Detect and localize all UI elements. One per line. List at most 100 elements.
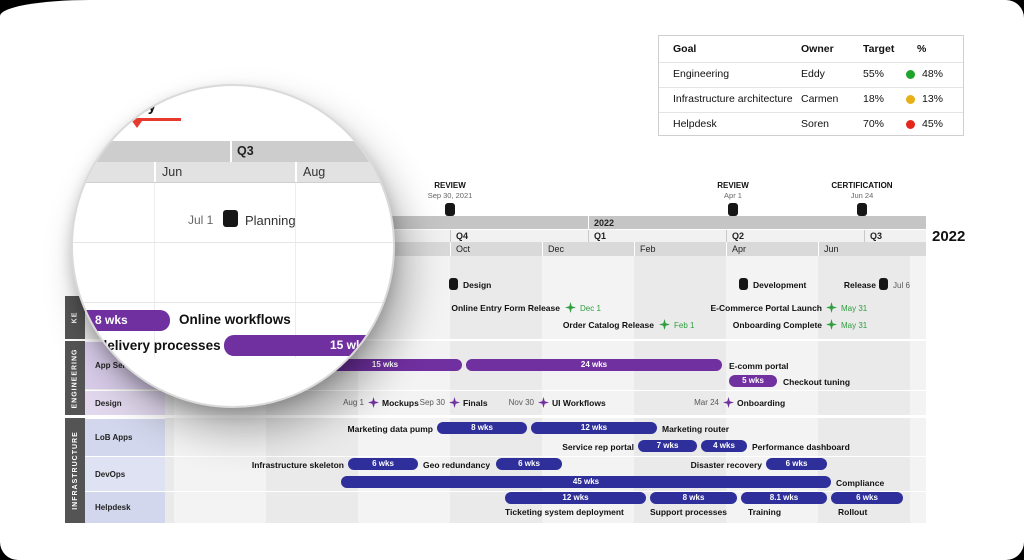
milestone-name: CERTIFICATION (831, 181, 893, 190)
bar-8-wks[interactable]: 8 wks (650, 492, 737, 504)
launch-milestone-date: Feb 1 (674, 321, 695, 330)
milestone-marker-icon[interactable] (445, 203, 455, 216)
milestone-marker-icon[interactable] (739, 278, 748, 290)
month-divider (450, 242, 451, 256)
milestone-star-icon[interactable] (368, 397, 379, 408)
milestone-star-icon[interactable] (723, 397, 734, 408)
bar-label-service-rep-portal: Service rep portal (562, 442, 634, 452)
design-milestone-label: Onboarding (737, 398, 786, 408)
goal-cell: Helpdesk (673, 118, 717, 130)
bar-45-wks[interactable]: 45 wks (341, 476, 831, 488)
month-label: Jun (162, 165, 183, 179)
launch-milestone-label: Order Catalog Release (562, 320, 654, 330)
lane-label-lob-apps: LoB Apps (85, 418, 165, 456)
zoom-quarter-band: Q3 (73, 141, 393, 162)
lane-name: DevOps (95, 469, 126, 479)
bar-7-wks[interactable]: 7 wks (638, 440, 697, 452)
quarter-label: Q1 (594, 231, 607, 241)
gantt-bar[interactable]: 15 wks (224, 335, 384, 356)
gridline (73, 242, 393, 243)
launch-milestone-label: Onboarding Complete (732, 320, 822, 330)
grid-stripe (818, 256, 910, 523)
month-divider (726, 242, 727, 256)
status-dot-green (906, 70, 915, 79)
quarter-divider (726, 230, 727, 242)
bar-label-compliance: Compliance (836, 478, 885, 488)
milestone-marker-icon[interactable] (728, 203, 738, 216)
milestone-star-icon[interactable] (538, 397, 549, 408)
table-divider (659, 87, 963, 88)
year-divider (588, 216, 589, 229)
milestone-star-icon[interactable] (565, 302, 576, 313)
bar-4-wks[interactable]: 4 wks (701, 440, 747, 452)
month-divider (634, 242, 635, 256)
milestone-marker-icon[interactable] (449, 278, 458, 290)
launch-milestone-label: E-Commerce Portal Launch (710, 303, 822, 313)
year-band-label: 2022 (594, 218, 615, 228)
quarter-divider (230, 141, 232, 162)
milestone-star-icon[interactable] (826, 302, 837, 313)
bar-12-wks[interactable]: 12 wks (505, 492, 646, 504)
bar-6-wks[interactable]: 6 wks (831, 492, 903, 504)
year-big-label: 2022 (932, 228, 966, 245)
milestone-marker-icon[interactable] (879, 278, 888, 290)
month-label: Feb (640, 244, 656, 254)
lane-name: Helpdesk (95, 503, 131, 512)
section-label-engineering: ENGINEERING (65, 341, 85, 415)
milestone-star-icon[interactable] (449, 397, 460, 408)
milestone-marker-icon[interactable] (223, 210, 238, 227)
bar-label-ticketing-system: Ticketing system deployment (505, 507, 624, 517)
launch-milestone-label: Online Entry Form Release (451, 303, 560, 313)
month-divider (542, 242, 543, 256)
goal-table-header-percent: % (917, 43, 927, 55)
bar-label-ecomm-portal: E-comm portal (729, 361, 789, 371)
milestone-marker-icon[interactable] (857, 203, 867, 216)
bar-6-wks[interactable]: 6 wks (766, 458, 827, 470)
month-label: Oct (456, 244, 471, 254)
percent-cell: 45% (922, 118, 944, 130)
zoom-row-label: delivery processes (99, 338, 221, 353)
bar-6-wks[interactable]: 6 wks (496, 458, 562, 470)
bar-24-wks[interactable]: 24 wks (466, 359, 722, 371)
goal-table-header-owner: Owner (801, 43, 834, 55)
bar-label-support-processes: Support processes (650, 507, 727, 517)
phase-milestone-label: Design (463, 280, 492, 290)
design-milestone-date: Sep 30 (419, 398, 445, 407)
lane-label-helpdesk: Helpdesk (85, 491, 165, 523)
milestone-star-icon[interactable] (659, 319, 670, 330)
gantt-bar[interactable]: 8 wks (73, 310, 170, 331)
bar-15-wks[interactable]: 15 wks (308, 359, 462, 371)
top-milestone-review-2: REVIEW Apr 1 (678, 181, 788, 216)
phase-milestone-date: Jul 6 (893, 281, 910, 290)
month-label: Jun (824, 244, 839, 254)
quarter-label: Q3 (870, 231, 883, 241)
bar-label-performance-dashboard: Performance dashboard (752, 442, 850, 452)
goal-table: Goal Owner Target % Engineering Eddy 55%… (658, 35, 964, 136)
lane-name: LoB Apps (95, 433, 133, 442)
month-label: Aug (303, 165, 326, 179)
target-cell: 55% (863, 68, 885, 80)
bar-12-wks[interactable]: 12 wks (531, 422, 657, 434)
quarter-divider (588, 230, 589, 242)
owner-cell: Eddy (801, 68, 825, 80)
launch-milestone-date: May 31 (841, 304, 868, 313)
percent-cell: 13% (922, 93, 944, 105)
lane-name: App Services (95, 361, 146, 370)
table-divider (659, 112, 963, 113)
magnifier-lens: Q3 Jun Aug Today Jul 1 Planning 8 wks On… (71, 84, 395, 408)
bar-label-disaster-recovery: Disaster recovery (690, 460, 762, 470)
bar-label-training: Training (748, 507, 782, 517)
today-pointer-icon (132, 121, 142, 128)
bar-label-checkout-tuning: Checkout tuning (783, 377, 851, 387)
design-milestone-label: Mockups (382, 398, 419, 408)
bar-8-1-wks[interactable]: 8.1 wks (741, 492, 827, 504)
target-cell: 70% (863, 118, 885, 130)
milestone-star-icon[interactable] (826, 319, 837, 330)
lane-gap (85, 491, 926, 492)
bar-5-wks[interactable]: 5 wks (729, 375, 777, 387)
milestone-name: REVIEW (717, 181, 749, 190)
bar-duration-text: 15 wks (330, 338, 370, 352)
bar-8-wks[interactable]: 8 wks (437, 422, 527, 434)
bar-6-wks[interactable]: 6 wks (348, 458, 418, 470)
